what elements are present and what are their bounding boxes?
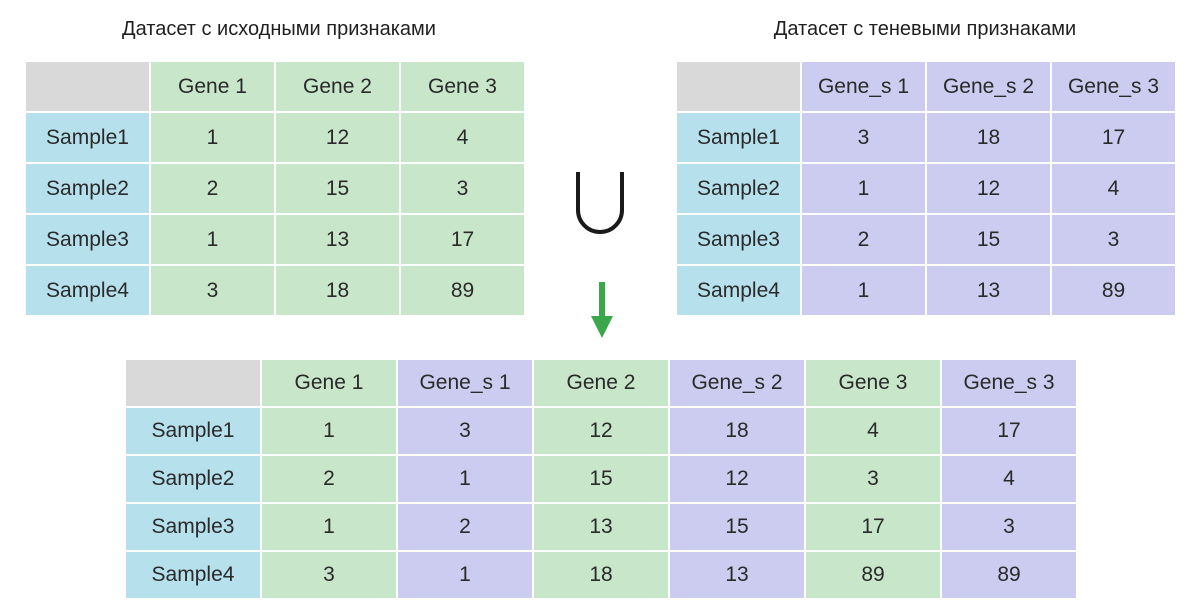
value-cell: 13 (534, 504, 668, 550)
value-cell: 3 (802, 113, 925, 162)
value-cell: 4 (401, 113, 524, 162)
value-cell: 17 (1052, 113, 1175, 162)
column-header: Gene_s 1 (802, 62, 925, 111)
row-label: Sample1 (126, 408, 260, 454)
value-cell: 1 (802, 164, 925, 213)
combined-features-table: Gene 1 Gene_s 1 Gene 2 Gene_s 2 Gene 3 G… (126, 360, 1076, 598)
value-cell: 2 (802, 215, 925, 264)
value-cell: 2 (398, 504, 532, 550)
union-symbol-icon (576, 172, 624, 234)
corner-cell (677, 62, 800, 111)
shadow-features-table: Gene_s 1 Gene_s 2 Gene_s 3 Sample1 3 18 … (677, 62, 1175, 315)
column-header: Gene_s 3 (1052, 62, 1175, 111)
value-cell: 15 (670, 504, 804, 550)
value-cell: 12 (276, 113, 399, 162)
row-label: Sample2 (677, 164, 800, 213)
value-cell: 13 (276, 215, 399, 264)
arrow-down-icon (591, 282, 613, 338)
row-label: Sample2 (26, 164, 149, 213)
column-header: Gene_s 1 (398, 360, 532, 406)
value-cell: 1 (398, 456, 532, 502)
column-header: Gene 2 (276, 62, 399, 111)
column-header: Gene 1 (262, 360, 396, 406)
corner-cell (26, 62, 149, 111)
value-cell: 89 (401, 266, 524, 315)
value-cell: 1 (151, 215, 274, 264)
corner-cell (126, 360, 260, 406)
value-cell: 12 (670, 456, 804, 502)
value-cell: 17 (401, 215, 524, 264)
value-cell: 3 (151, 266, 274, 315)
value-cell: 15 (534, 456, 668, 502)
row-label: Sample2 (126, 456, 260, 502)
value-cell: 2 (262, 456, 396, 502)
value-cell: 1 (398, 552, 532, 598)
value-cell: 13 (670, 552, 804, 598)
column-header: Gene_s 2 (670, 360, 804, 406)
value-cell: 12 (534, 408, 668, 454)
row-label: Sample3 (677, 215, 800, 264)
value-cell: 89 (942, 552, 1076, 598)
value-cell: 15 (276, 164, 399, 213)
column-header: Gene 1 (151, 62, 274, 111)
value-cell: 3 (806, 456, 940, 502)
value-cell: 2 (151, 164, 274, 213)
value-cell: 17 (942, 408, 1076, 454)
right-dataset-title: Датасет с теневыми признаками (773, 18, 1077, 40)
column-header: Gene 3 (401, 62, 524, 111)
value-cell: 18 (927, 113, 1050, 162)
value-cell: 3 (942, 504, 1076, 550)
column-header: Gene_s 3 (942, 360, 1076, 406)
value-cell: 4 (806, 408, 940, 454)
row-label: Sample1 (26, 113, 149, 162)
value-cell: 1 (262, 504, 396, 550)
value-cell: 18 (534, 552, 668, 598)
value-cell: 18 (276, 266, 399, 315)
column-header: Gene 3 (806, 360, 940, 406)
value-cell: 89 (806, 552, 940, 598)
value-cell: 12 (927, 164, 1050, 213)
value-cell: 1 (262, 408, 396, 454)
value-cell: 17 (806, 504, 940, 550)
column-header: Gene_s 2 (927, 62, 1050, 111)
value-cell: 3 (1052, 215, 1175, 264)
value-cell: 4 (1052, 164, 1175, 213)
value-cell: 4 (942, 456, 1076, 502)
row-label: Sample1 (677, 113, 800, 162)
row-label: Sample4 (26, 266, 149, 315)
column-header: Gene 2 (534, 360, 668, 406)
value-cell: 3 (401, 164, 524, 213)
value-cell: 18 (670, 408, 804, 454)
original-features-table: Gene 1 Gene 2 Gene 3 Sample1 1 12 4 Samp… (26, 62, 524, 315)
row-label: Sample4 (677, 266, 800, 315)
row-label: Sample3 (126, 504, 260, 550)
value-cell: 3 (398, 408, 532, 454)
value-cell: 89 (1052, 266, 1175, 315)
value-cell: 1 (151, 113, 274, 162)
value-cell: 3 (262, 552, 396, 598)
left-dataset-title: Датасет с исходными признаками (122, 18, 436, 40)
value-cell: 13 (927, 266, 1050, 315)
row-label: Sample3 (26, 215, 149, 264)
value-cell: 15 (927, 215, 1050, 264)
row-label: Sample4 (126, 552, 260, 598)
value-cell: 1 (802, 266, 925, 315)
